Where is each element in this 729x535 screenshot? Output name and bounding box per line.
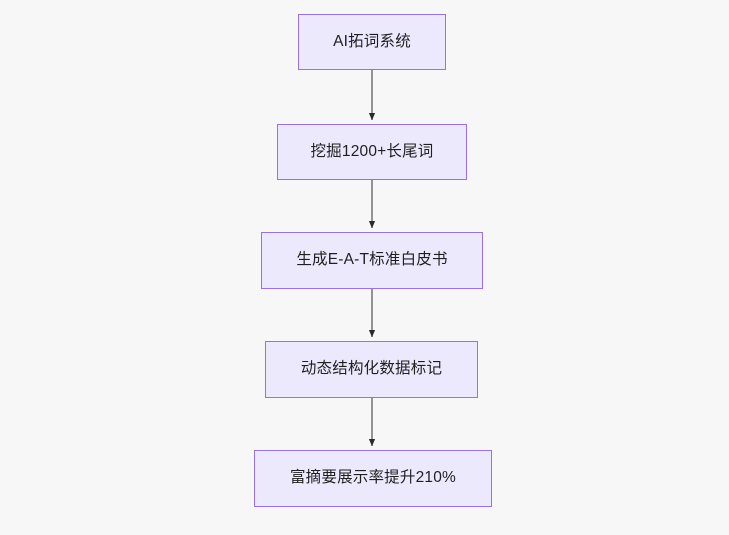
flowchart-node-dynamic-structured-data-markup[interactable]: 动态结构化数据标记: [265, 341, 478, 398]
flowchart-node-mine-longtail-keywords[interactable]: 挖掘1200+长尾词: [277, 124, 467, 180]
flowchart-node-label: 动态结构化数据标记: [300, 360, 443, 378]
flowchart-node-ai-keyword-system[interactable]: AI拓词系统: [298, 14, 446, 70]
flowchart-node-rich-snippet-impression-uplift[interactable]: 富摘要展示率提升210%: [254, 450, 492, 507]
flowchart-node-label: 富摘要展示率提升210%: [289, 469, 457, 487]
flowchart-node-label: 生成E-A-T标准白皮书: [296, 251, 448, 269]
flowchart-node-label: AI拓词系统: [333, 32, 411, 50]
flowchart-node-label: 挖掘1200+长尾词: [310, 142, 434, 160]
flowchart-node-generate-eat-whitepaper[interactable]: 生成E-A-T标准白皮书: [261, 232, 483, 289]
